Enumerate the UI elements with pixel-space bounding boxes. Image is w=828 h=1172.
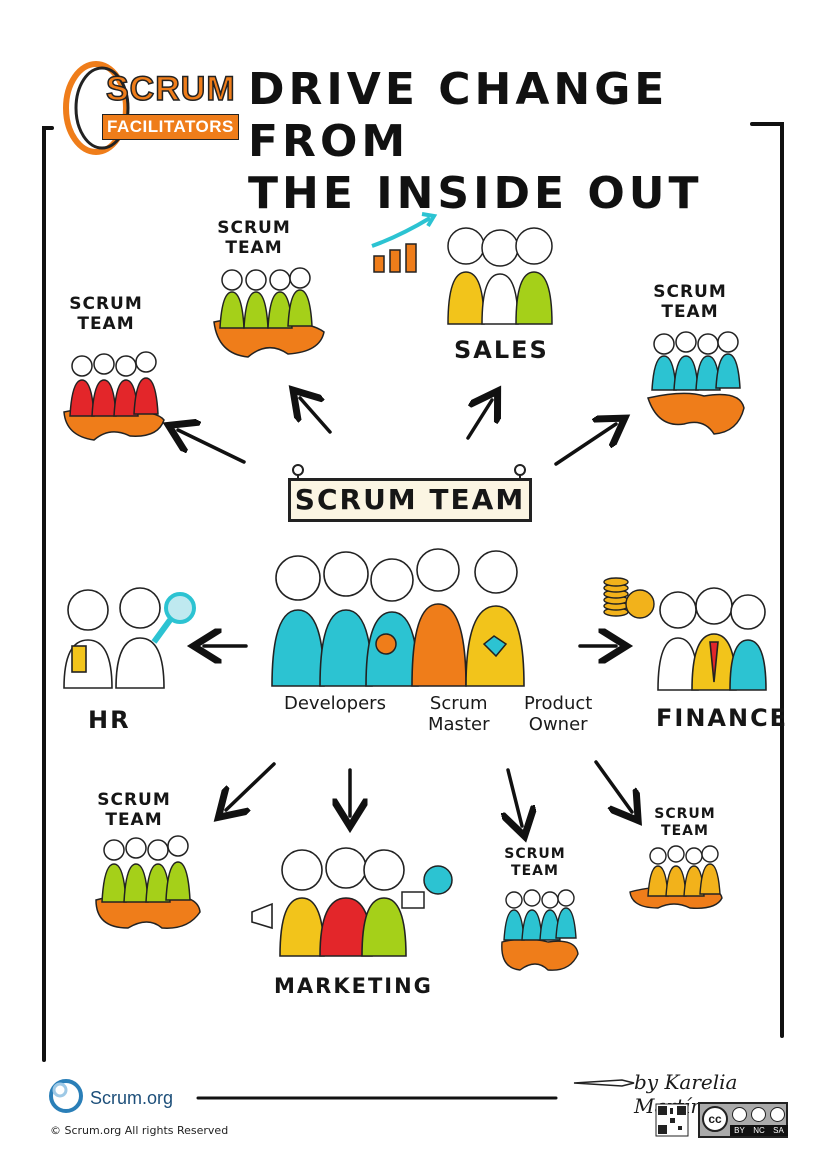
team-label-line1: SCRUM (97, 790, 171, 810)
product-owner-line2: Owner (528, 714, 588, 735)
product-owner-label: Product Owner (524, 693, 592, 735)
scrum-master-label: Scrum Master (428, 693, 489, 735)
nc-icon (751, 1107, 766, 1122)
pen-icon (573, 1079, 635, 1087)
scrum-master-line1: Scrum (429, 693, 488, 714)
scrum-team-group-bottom-right (629, 845, 723, 909)
scrum-team-group-right (647, 331, 745, 435)
scrum-team-group-bottom-left (95, 835, 201, 929)
scrum-org-label: Scrum.org (90, 1088, 174, 1108)
by-icon (732, 1107, 747, 1122)
team-label-line2: TEAM (511, 863, 559, 879)
scrum-team-group-left (63, 351, 165, 441)
hr-label: HR (88, 706, 131, 734)
team-label-line2: TEAM (661, 823, 709, 839)
finance-label: FINANCE (656, 704, 789, 732)
magnifier-icon (164, 592, 196, 624)
copyright-text: © Scrum.org All rights Reserved (50, 1124, 229, 1137)
team-label-line2: TEAM (105, 810, 163, 830)
envelope-icon (401, 891, 425, 909)
license-text: BY NC SA (730, 1125, 788, 1136)
gear-icon (375, 633, 397, 655)
central-scrum-team-people (271, 548, 525, 687)
scrum-team-label-bottom-right: SCRUM TEAM (650, 806, 720, 840)
team-label-line1: SCRUM (217, 218, 291, 238)
license-sa: SA (773, 1126, 784, 1135)
product-owner-line1: Product (524, 693, 593, 714)
team-label-line2: TEAM (661, 302, 719, 322)
logo-line-1: SCRUM (105, 69, 236, 109)
coins-icon (603, 577, 655, 619)
team-label-line1: SCRUM (653, 282, 727, 302)
page-title: DRIVE CHANGE FROM THE INSIDE OUT (248, 64, 828, 220)
scrum-team-label-left: SCRUM TEAM (66, 294, 146, 334)
hr-people-group (63, 587, 196, 689)
sa-icon (770, 1107, 785, 1122)
logo-swoosh-icon (63, 61, 130, 155)
scrum-team-group-bottom-mid (501, 889, 579, 971)
growth-chart-icon (371, 212, 438, 273)
diamond-icon (482, 635, 508, 658)
logo-line-2: FACILITATORS (102, 114, 239, 140)
scrum-master-line2: Master (428, 714, 490, 735)
title-line-2: THE INSIDE OUT (248, 168, 703, 219)
cc-icon: cc (702, 1106, 728, 1132)
team-label-line1: SCRUM (654, 806, 716, 822)
license-nc: NC (753, 1126, 765, 1135)
license-icons (732, 1107, 788, 1123)
license-by: BY (734, 1126, 745, 1135)
scrum-team-banner: SCRUM TEAM (288, 478, 532, 522)
scrum-team-label-right: SCRUM TEAM (650, 282, 730, 322)
sales-label: SALES (454, 336, 549, 364)
finance-people-group (657, 587, 767, 691)
scrum-team-label-bottom-left: SCRUM TEAM (94, 790, 174, 830)
scrum-team-label-top: SCRUM TEAM (214, 218, 294, 258)
team-label-line1: SCRUM (69, 294, 143, 314)
globe-icon (423, 865, 453, 895)
scrum-team-label-bottom-mid: SCRUM TEAM (500, 846, 570, 880)
title-line-1: DRIVE CHANGE FROM (248, 64, 669, 167)
cc-license-badge: cc BY NC SA (698, 1102, 788, 1138)
team-label-line1: SCRUM (504, 846, 566, 862)
marketing-people-group (251, 847, 453, 957)
sales-people-group (447, 227, 553, 325)
qr-code-icon (655, 1103, 689, 1137)
scrum-org-logo-icon (49, 1079, 83, 1113)
team-label-line2: TEAM (225, 238, 283, 258)
developers-label: Developers (284, 693, 386, 714)
team-label-line2: TEAM (77, 314, 135, 334)
marketing-label: MARKETING (274, 974, 433, 998)
scrum-team-group-top (213, 267, 325, 358)
scrum-facilitators-logo: SCRUM FACILITATORS (58, 58, 239, 158)
